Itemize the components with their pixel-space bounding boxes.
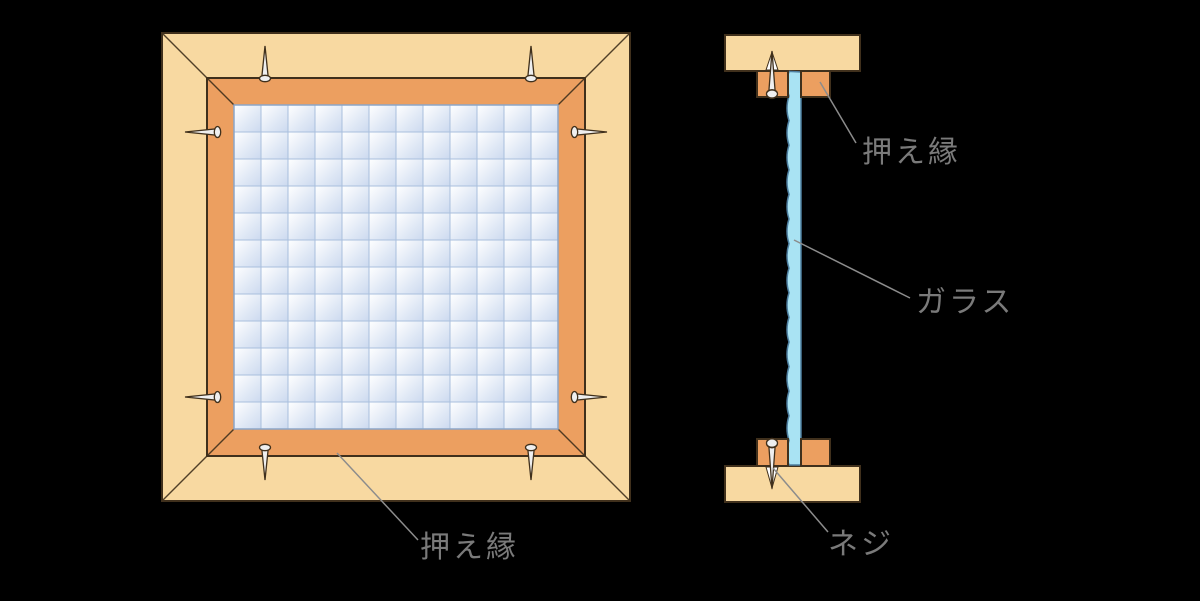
section-bead-bottom-right — [800, 438, 831, 467]
section-view — [724, 34, 861, 503]
section-frame-top — [724, 34, 861, 72]
label-screw: ネジ — [828, 527, 894, 562]
leader-glazing-bead-front — [336, 452, 419, 541]
label-glazing-bead-front: 押え縁 — [420, 530, 519, 565]
label-glass: ガラス — [916, 285, 1014, 320]
leader-screw — [772, 467, 829, 533]
bead-mitre-top-left — [206, 77, 235, 106]
frame-mitre-bottom-right — [584, 455, 631, 502]
glass-pane — [233, 104, 559, 430]
frame-mitre-top-left — [161, 32, 208, 79]
bead-mitre-bottom-right — [557, 428, 586, 457]
section-glass — [786, 70, 802, 466]
section-bead-top-right — [800, 70, 831, 98]
frame-mitre-bottom-left — [161, 455, 208, 502]
leader-glass — [793, 239, 911, 299]
frame-mitre-top-right — [584, 32, 631, 79]
bead-mitre-bottom-left — [206, 428, 235, 457]
annotations: 押え縁 押え縁 ガラス ネジ — [336, 81, 1014, 565]
bead-mitre-top-right — [557, 77, 586, 106]
section-frame-bottom — [724, 465, 861, 503]
front-view — [161, 32, 631, 502]
label-glazing-bead-section: 押え縁 — [862, 135, 961, 170]
leader-glazing-bead-section — [819, 81, 857, 144]
